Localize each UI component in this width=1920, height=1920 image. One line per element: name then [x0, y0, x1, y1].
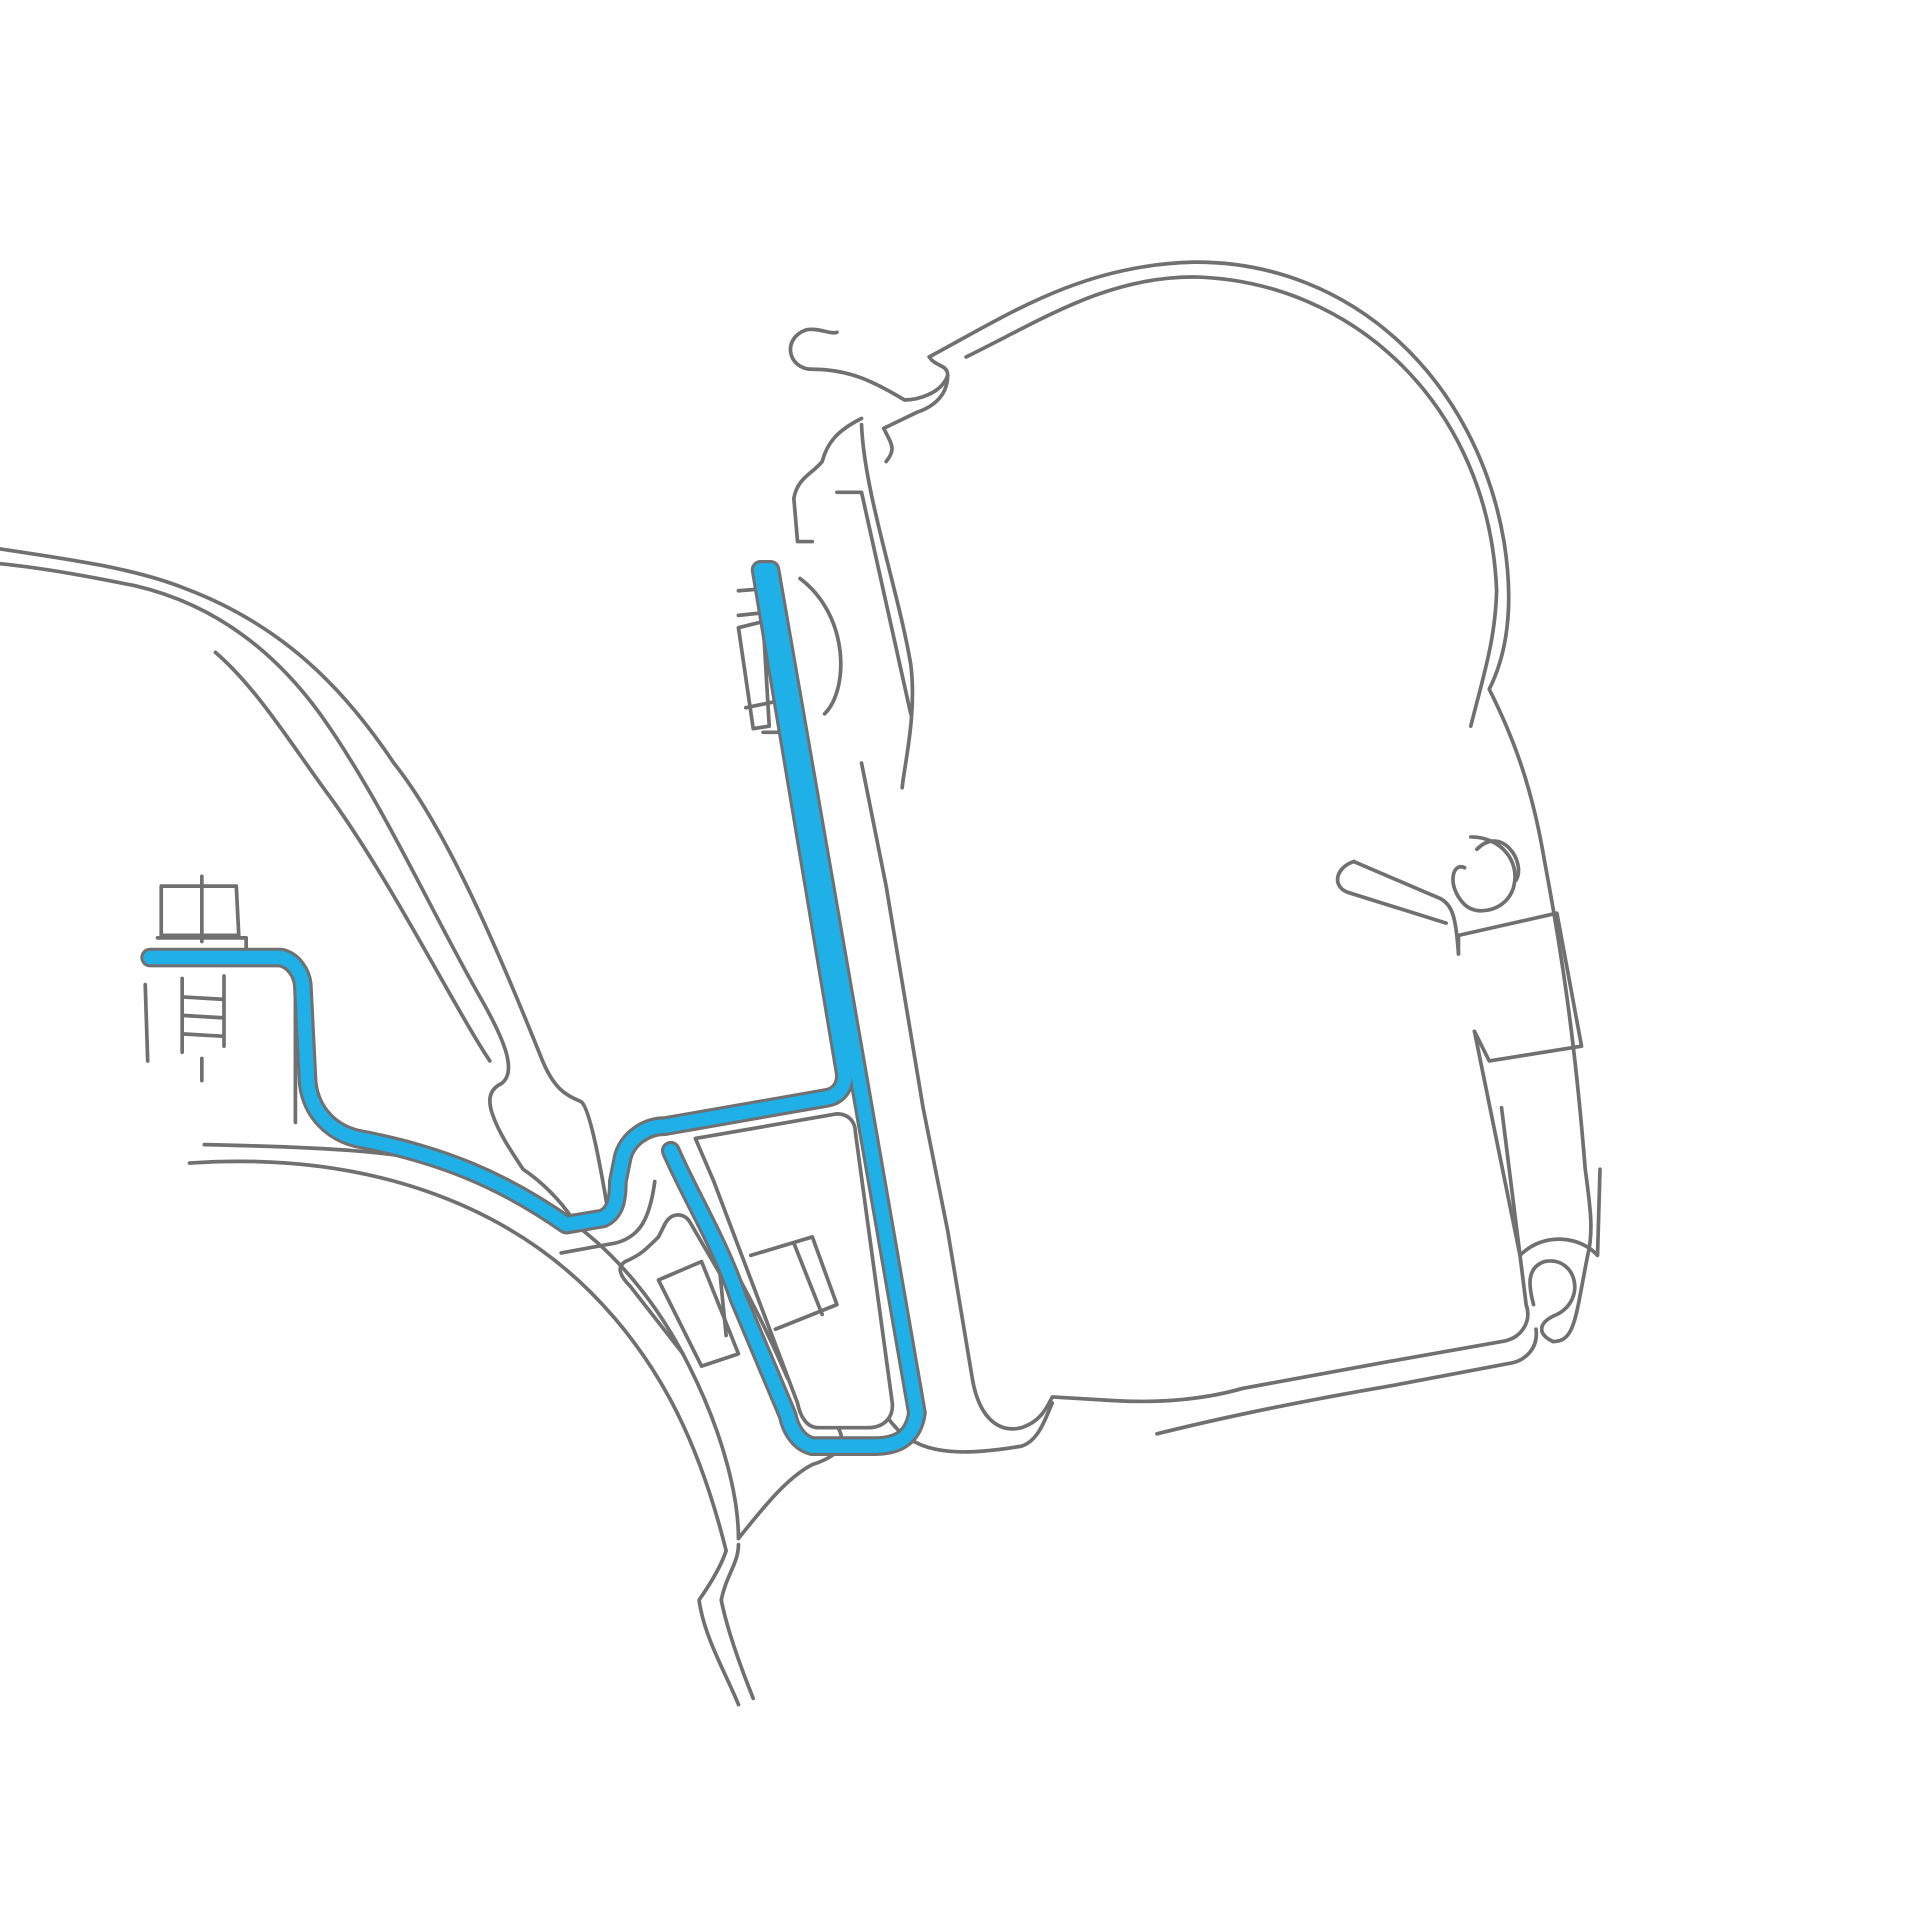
adapter-bracket: [140, 560, 927, 1456]
mounting-bolt: [143, 874, 298, 1125]
vehicle-roof-rail: [0, 547, 612, 1221]
awning-casing: [736, 260, 1602, 1454]
adapter-internal-parts: [618, 1213, 839, 1368]
